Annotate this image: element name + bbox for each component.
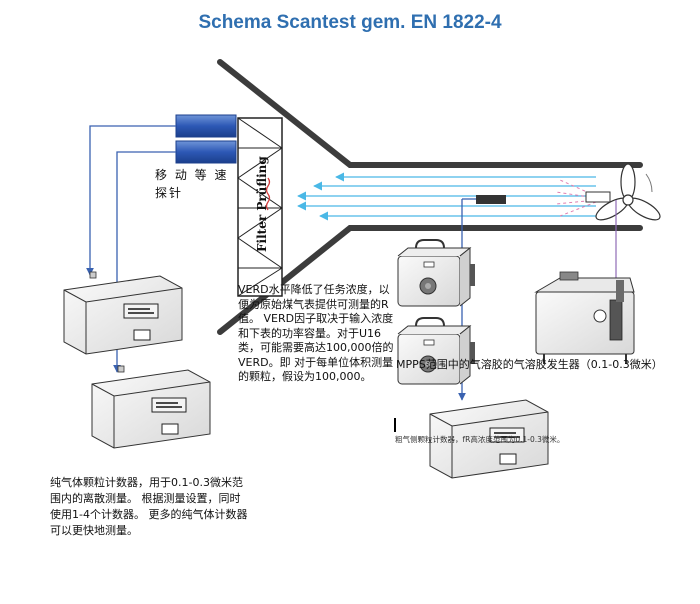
aerosol-generator-icon: [534, 271, 635, 364]
verd-note: VERD水平降低了任务浓度，以便为原始煤气表提供可测量的R值。 VERD因子取决…: [238, 283, 394, 383]
page-title: Schema Scantest gem. EN 1822-4: [198, 12, 502, 33]
aerosol-nozzle: [585, 191, 611, 203]
particle-counter-icon: [429, 399, 549, 479]
isokinetic-probe-icon: [175, 114, 237, 164]
fan-icon: [595, 163, 661, 221]
particle-counter-icon: [91, 365, 211, 449]
filter-under-test: Filter Prüfling: [237, 117, 283, 297]
heat-wave-icon: [265, 177, 271, 211]
dilution-unit-icon: [397, 317, 475, 385]
dilution-unit-icon: [397, 239, 475, 307]
probe-label: 移 动 等 速 探针: [155, 166, 228, 202]
particle-counter-icon: [63, 271, 183, 355]
raw-gas-counter-label: 粗气侧颗粒计数器，fR高浓度范围为0.1-0.3微米。: [395, 435, 565, 444]
clean-gas-counter-note: 纯气体颗粒计数器，用于0.1-0.3微米范围内的离散测量。 根据测量设置，同时使…: [50, 476, 248, 537]
text-cursor: [394, 418, 396, 432]
duct: [217, 59, 643, 335]
aerosol-generator-label: MPPS范围中的气溶胶的气溶胶发生器（0.1-0.3微米）: [396, 358, 663, 371]
raw-gas-probe: [476, 195, 506, 204]
airflow-arrows: [297, 172, 596, 221]
filter-label: Filter Prüfling: [255, 156, 269, 252]
probe-label-line1: 移 动 等 速: [155, 168, 229, 182]
probe-label-line2: 探针: [155, 186, 184, 200]
